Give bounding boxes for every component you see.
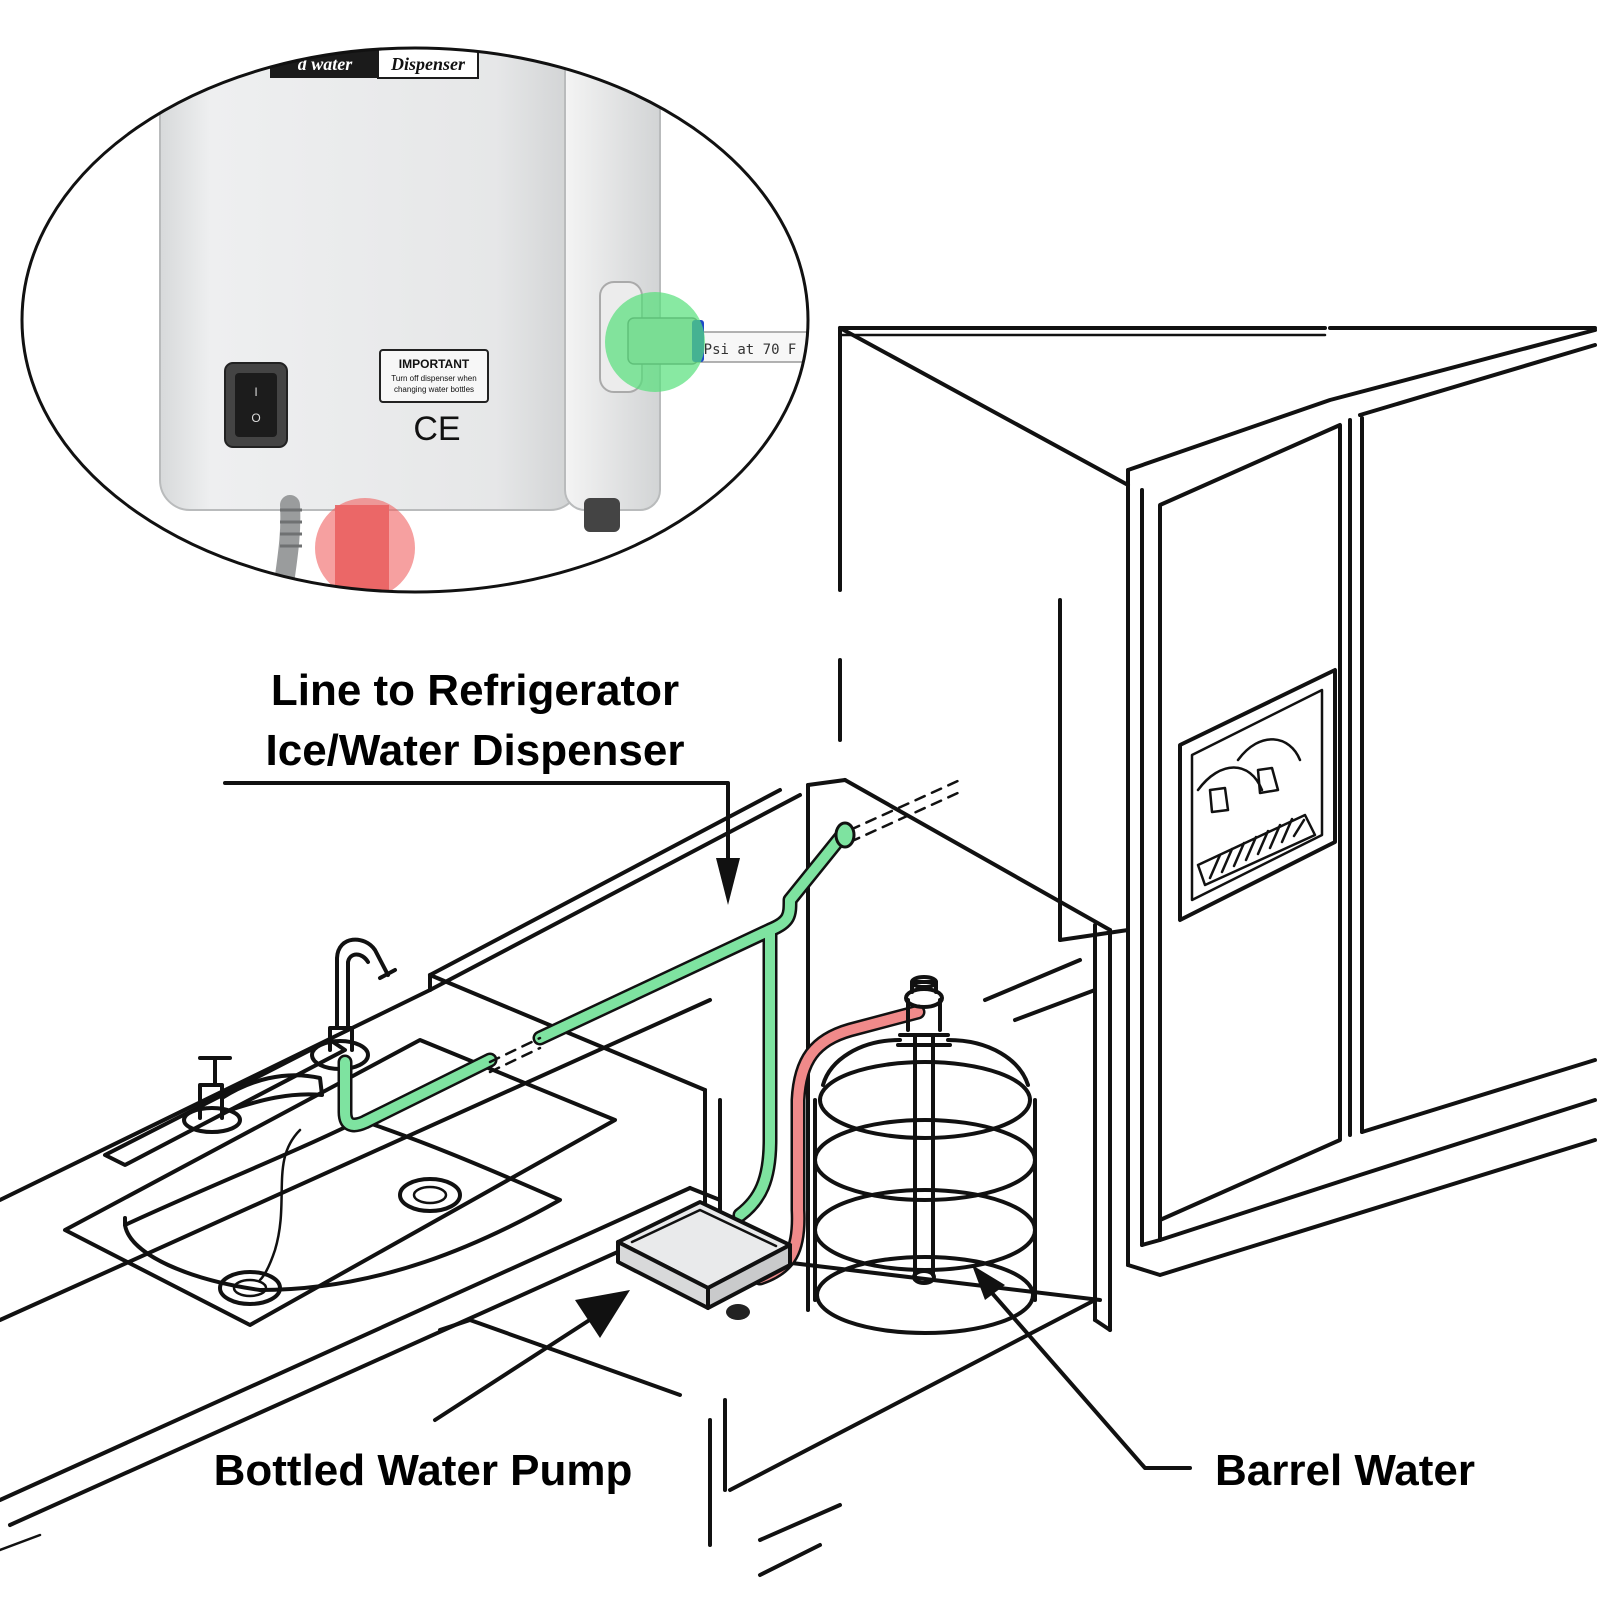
pump-body-front — [159, 48, 581, 511]
fridge-kick-plate — [1158, 1098, 1597, 1242]
pump-foot — [584, 498, 620, 532]
sprayer-hose — [258, 1128, 302, 1282]
outlet-line-hidden-section — [488, 1036, 542, 1074]
power-switch — [235, 373, 277, 437]
power-cord-strain-relief — [280, 508, 302, 548]
barrel-ring-1 — [818, 1060, 1032, 1140]
barrel-cap — [906, 998, 942, 1032]
outlet-line-through-wall — [848, 778, 962, 844]
refrigerator — [1126, 328, 1597, 1277]
arrow-barrel-head — [972, 1265, 1005, 1300]
room-walls — [838, 326, 1597, 942]
pump-power-cord-plug — [726, 1304, 750, 1320]
power-cord — [272, 495, 301, 592]
drain-left — [218, 1270, 282, 1306]
warning-line-1: Turn off dispenser when — [391, 374, 476, 383]
countertop — [0, 788, 842, 1577]
fridge-ice-water-dispenser — [1178, 668, 1337, 922]
pump-closeup-inset: d water Dispenser I O IMPORTANT Turn off… — [20, 46, 810, 594]
sink-rim — [63, 1038, 617, 1327]
warning-sticker — [379, 349, 489, 403]
inset-border — [20, 46, 810, 594]
brand-text-right: Dispenser — [390, 54, 466, 74]
fridge-door-panel — [1158, 423, 1342, 1222]
label-ice-water-dispenser: Ice/Water Dispenser — [266, 726, 685, 775]
inlet-line-outline — [752, 1004, 926, 1286]
arrow-line-to-fridge — [223, 781, 730, 882]
main-faucet — [182, 1056, 324, 1134]
brand-text-left: d water — [298, 54, 353, 74]
kitchen-sink — [63, 937, 617, 1327]
outlet-highlight — [605, 292, 705, 392]
barrel-neck — [896, 1033, 952, 1047]
brand-band-light — [377, 48, 479, 79]
barrel-shoulder — [821, 1038, 1030, 1087]
label-barrel-water: Barrel Water — [1215, 1446, 1475, 1495]
water-barrel — [813, 975, 1037, 1335]
label-line-to-refrigerator: Line to Refrigerator — [271, 666, 679, 715]
fridge-base — [1126, 1138, 1597, 1277]
drinking-water-faucet — [310, 937, 397, 1071]
fridge-bottom — [1140, 1218, 1162, 1247]
outlet-tube — [689, 331, 808, 363]
drain-left-inner — [232, 1278, 268, 1298]
drain-right — [398, 1177, 462, 1213]
fridge-right-door — [1358, 343, 1597, 417]
pickup-tube — [913, 1033, 935, 1277]
warning-title: IMPORTANT — [399, 357, 470, 371]
ce-mark: CE — [413, 410, 460, 448]
power-switch-off-mark: O — [251, 411, 260, 425]
inlet-line — [755, 1007, 923, 1283]
drain-right-inner — [412, 1185, 448, 1205]
fridge-side — [1360, 1058, 1597, 1134]
barrel-sides — [813, 1098, 1037, 1302]
inlet-highlight — [315, 498, 415, 592]
arrow-pump-head — [575, 1290, 630, 1338]
callout-arrows — [223, 781, 1192, 1470]
outlet-line-end — [834, 821, 856, 849]
power-switch-on-mark: I — [254, 385, 257, 399]
sink-basin — [123, 1118, 562, 1292]
label-bottled-water-pump: Bottled Water Pump — [214, 1446, 633, 1495]
arrow-barrel — [983, 1283, 1192, 1470]
pump-side — [706, 1243, 792, 1310]
bottled-water-pump — [616, 1200, 792, 1320]
arrow-pump — [433, 1308, 607, 1422]
pump-body-side — [564, 48, 661, 511]
sink-deck — [103, 1038, 347, 1167]
outlet-line — [340, 833, 845, 1220]
outlet-tube-print: Psi at 70 F — [704, 342, 797, 358]
arrow-line-to-fridge-head — [716, 858, 740, 905]
warning-line-2: changing water bottles — [394, 385, 474, 394]
